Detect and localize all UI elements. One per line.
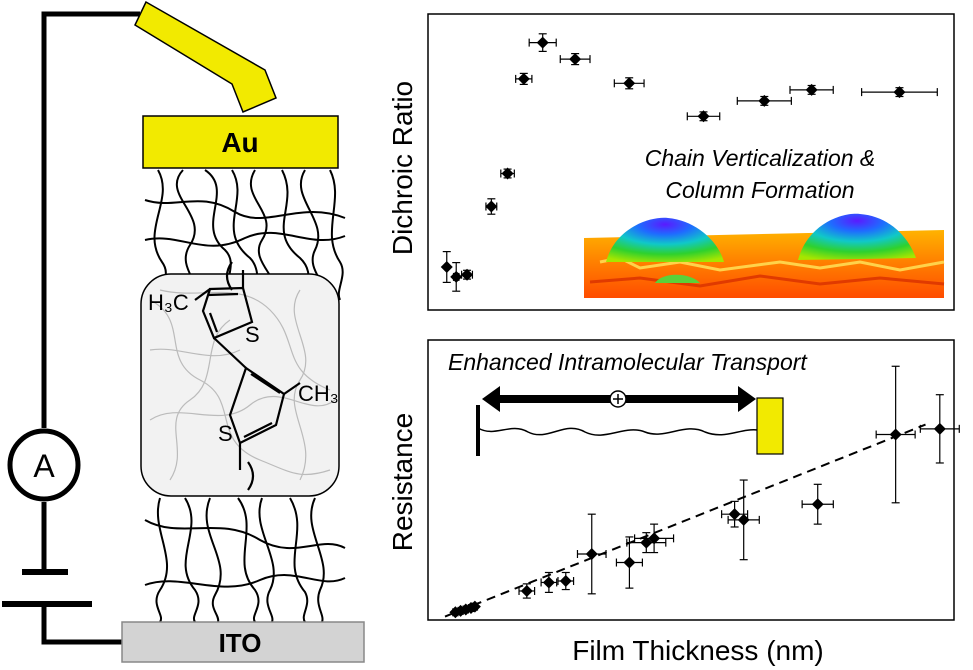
dichroic-point bbox=[613, 77, 645, 90]
dichroic-marker bbox=[623, 77, 636, 90]
resistance-marker bbox=[623, 556, 636, 569]
sulfur-bottom-label: S bbox=[218, 421, 233, 446]
methyl-bottom-label: CH₃ bbox=[298, 381, 339, 406]
dichroic-point bbox=[528, 33, 557, 53]
dichroic-point bbox=[861, 86, 938, 99]
ito-electrode bbox=[121, 621, 365, 663]
dichroic-marker bbox=[440, 261, 453, 273]
resistance-point bbox=[875, 365, 916, 504]
au-electrode bbox=[142, 115, 339, 169]
resistance-marker bbox=[648, 532, 661, 545]
resistance-point bbox=[919, 394, 960, 464]
transport-chain bbox=[477, 427, 759, 436]
dichroic-point bbox=[559, 52, 591, 66]
dichroic-annotation-line2: Column Formation bbox=[665, 177, 854, 203]
dichroic-point bbox=[500, 167, 515, 180]
resistance-plot-frame bbox=[427, 339, 955, 621]
resistance-point bbox=[634, 523, 675, 554]
dichroic-marker bbox=[485, 200, 498, 213]
resistance-point bbox=[615, 536, 644, 589]
surface-height-map bbox=[584, 213, 945, 298]
dichroic-plot-frame bbox=[427, 13, 955, 311]
resistance-trendline bbox=[444, 423, 926, 618]
dichroic-point bbox=[450, 262, 463, 292]
resistance-marker bbox=[559, 575, 572, 588]
resistance-point bbox=[468, 600, 481, 613]
dichroic-marker bbox=[569, 53, 582, 66]
transport-diagram bbox=[476, 386, 784, 456]
resistance-marker bbox=[889, 428, 902, 441]
bithiophene-structure bbox=[194, 261, 301, 491]
dichroic-point bbox=[686, 110, 721, 123]
resistance-marker bbox=[520, 584, 533, 597]
resistance-marker bbox=[933, 422, 946, 435]
ammeter-circle bbox=[7, 428, 81, 502]
resistance-point bbox=[721, 500, 749, 528]
resistance-annotation: Enhanced Intramolecular Transport bbox=[448, 349, 808, 375]
resistance-point bbox=[801, 483, 834, 525]
resistance-marker bbox=[468, 600, 481, 613]
transport-arrow-left-head bbox=[482, 386, 500, 412]
background-chains bbox=[149, 289, 336, 481]
chart-resistance: Resistance Film Thickness (nm) Enhanced … bbox=[387, 339, 960, 666]
resistance-xlabel: Film Thickness (nm) bbox=[572, 635, 824, 666]
dichroic-marker bbox=[536, 36, 549, 49]
resistance-point bbox=[576, 513, 607, 595]
ammeter-symbol: A bbox=[33, 448, 55, 484]
dichroic-annotation-line1: Chain Verticalization & bbox=[645, 145, 876, 171]
resistance-marker bbox=[728, 508, 741, 521]
transport-gold-contact bbox=[756, 397, 784, 455]
resistance-marker bbox=[737, 513, 750, 526]
dichroic-marker bbox=[893, 86, 906, 99]
transport-arrow-right-head bbox=[738, 386, 756, 412]
dichroic-point bbox=[789, 83, 834, 96]
resistance-data-points bbox=[449, 365, 960, 619]
circuit-wire bbox=[41, 11, 140, 645]
resistance-point bbox=[540, 571, 558, 594]
resistance-point bbox=[626, 532, 667, 554]
methyl-top-label: H₃C bbox=[148, 290, 189, 315]
chart-dichroic-ratio: Dichroic Ratio Chain Verticalizati bbox=[387, 13, 955, 311]
dichroic-point bbox=[485, 198, 498, 215]
au-probe-tip bbox=[134, 0, 277, 113]
device-schematic: A Au bbox=[2, 0, 365, 663]
dichroic-marker bbox=[461, 268, 474, 281]
resistance-marker bbox=[640, 536, 653, 549]
ito-label: ITO bbox=[219, 628, 262, 658]
dichroic-data-points bbox=[440, 33, 938, 292]
resistance-point bbox=[727, 479, 760, 561]
resistance-marker bbox=[811, 498, 824, 511]
dichroic-point bbox=[736, 94, 792, 107]
resistance-marker bbox=[542, 576, 555, 589]
resistance-marker bbox=[585, 548, 598, 560]
resistance-ylabel: Resistance bbox=[387, 413, 418, 552]
dichroic-point bbox=[461, 268, 474, 281]
dichroic-marker bbox=[805, 83, 818, 96]
dichroic-point bbox=[440, 251, 453, 283]
au-label: Au bbox=[221, 127, 258, 158]
dichroic-ylabel: Dichroic Ratio bbox=[387, 81, 418, 255]
resistance-point bbox=[518, 583, 536, 599]
dichroic-marker bbox=[697, 110, 710, 123]
dichroic-marker bbox=[517, 72, 530, 85]
resistance-point bbox=[557, 571, 575, 591]
dichroic-marker bbox=[758, 94, 771, 107]
dichroic-marker bbox=[450, 270, 463, 283]
polymer-chains-lower bbox=[144, 497, 346, 623]
dichroic-point bbox=[515, 72, 533, 86]
sulfur-top-label: S bbox=[245, 322, 260, 347]
dichroic-marker bbox=[501, 167, 514, 180]
